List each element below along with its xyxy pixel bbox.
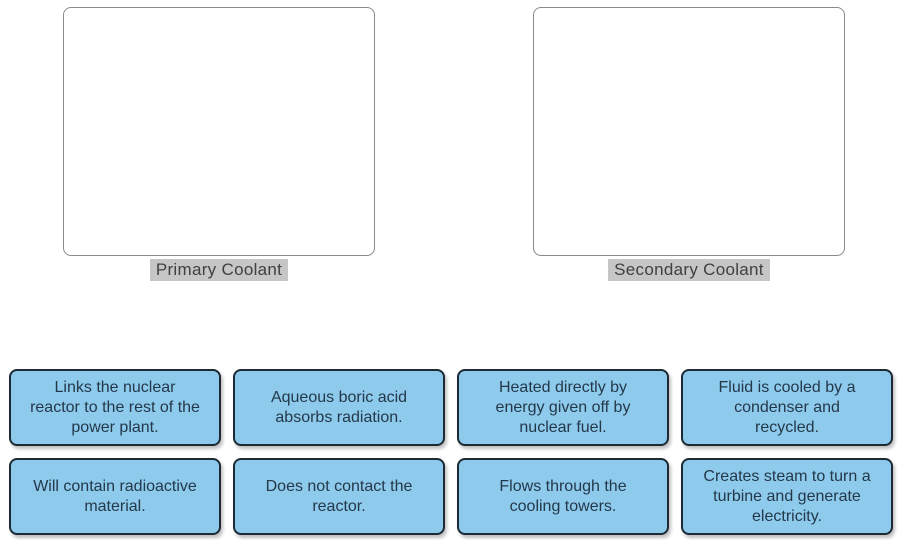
answer-card[interactable]: Does not contact the reactor. [233,458,445,535]
answer-card[interactable]: Creates steam to turn a turbine and gene… [681,458,893,535]
answer-card-text: Creates steam to turn a turbine and gene… [703,467,871,525]
primary-coolant-group: Primary Coolant [63,7,375,281]
answer-card-text: Does not contact the reactor. [265,477,413,515]
answer-cards-row-1: Links the nuclear reactor to the rest of… [9,369,893,446]
answer-card[interactable]: Flows through the cooling towers. [457,458,669,535]
answer-card-text: Links the nuclear reactor to the rest of… [30,378,200,436]
answer-card-text: Heated directly by energy given off by n… [495,378,631,436]
answer-card[interactable]: Will contain radioactive material. [9,458,221,535]
answer-card-text: Flows through the cooling towers. [499,477,627,515]
answer-card-text: Fluid is cooled by a condenser and recyc… [718,378,856,436]
answer-card[interactable]: Aqueous boric acid absorbs radiation. [233,369,445,446]
answer-card[interactable]: Links the nuclear reactor to the rest of… [9,369,221,446]
answer-card[interactable]: Heated directly by energy given off by n… [457,369,669,446]
secondary-coolant-label: Secondary Coolant [608,259,770,281]
dropzone-secondary-coolant[interactable] [533,7,845,256]
dropzone-primary-coolant[interactable] [63,7,375,256]
answer-card-text: Will contain radioactive material. [33,477,197,515]
answer-card-text: Aqueous boric acid absorbs radiation. [270,388,408,426]
answer-cards-row-2: Will contain radioactive material. Does … [9,458,893,535]
answer-card[interactable]: Fluid is cooled by a condenser and recyc… [681,369,893,446]
secondary-coolant-group: Secondary Coolant [533,7,845,281]
primary-coolant-label: Primary Coolant [149,259,289,281]
